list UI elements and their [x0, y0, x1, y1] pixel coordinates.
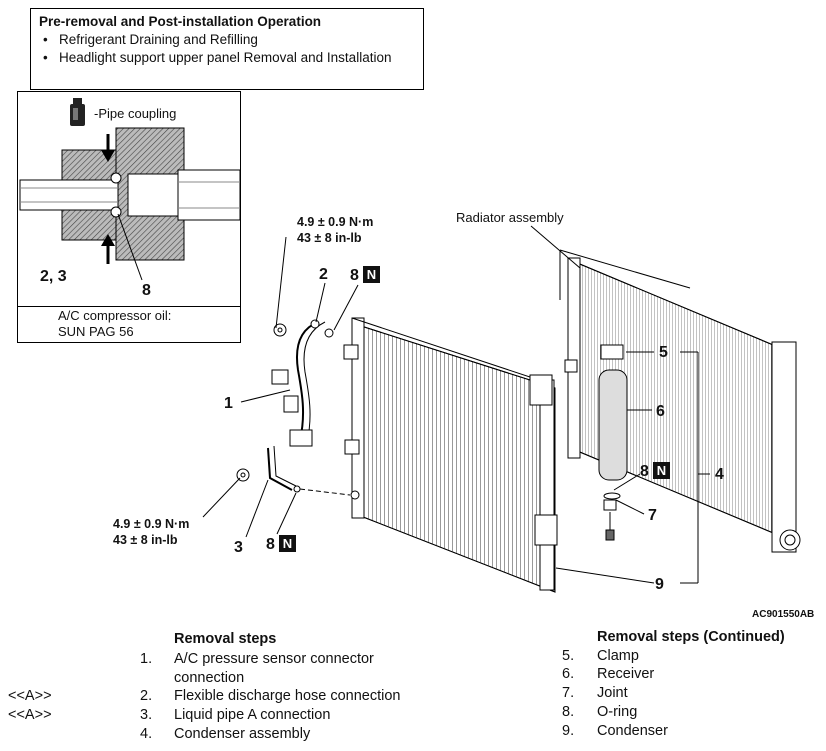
torque-spec-top: 4.9 ± 0.9 N·m 43 ± 8 in-lb — [297, 214, 373, 246]
pipe-coupling-box: -Pipe coupling 2, 3 8 A/C compressor oil… — [17, 91, 241, 343]
callout-2: 2 — [319, 266, 328, 283]
pre-removal-item: Refrigerant Draining and Refilling — [39, 31, 415, 49]
callout-5: 5 — [659, 344, 668, 361]
step-text-cont: connection — [174, 670, 245, 686]
removal-steps-continued-heading: Removal steps (Continued) — [597, 629, 785, 645]
step-text: Flexible discharge hose connection — [174, 688, 401, 704]
oil-can-icon — [70, 98, 85, 126]
step-number: 6. — [562, 666, 575, 682]
torque-inlb: 43 ± 8 in-lb — [113, 533, 178, 547]
oil-label: A/C compressor oil: — [58, 308, 172, 323]
figure-code: AC901550AB — [752, 609, 815, 620]
condenser-exploded-diagram — [202, 225, 801, 593]
new-part-mark: N — [278, 535, 296, 552]
step-text: Joint — [597, 685, 628, 701]
pipe-coupling-legend: -Pipe coupling — [94, 106, 177, 121]
step-ref[interactable]: <<A>> — [8, 688, 52, 704]
step-text: O-ring — [597, 704, 638, 720]
callout-4: 4 — [715, 466, 724, 483]
callout-2-3: 2, 3 — [40, 268, 67, 285]
liquid-pipe-a — [267, 445, 297, 491]
condenser — [351, 317, 556, 593]
step-number: 1. — [140, 651, 153, 667]
receiver — [598, 344, 628, 541]
callout-3: 3 — [234, 539, 243, 556]
radiator-assembly-label: Radiator assembly — [456, 210, 564, 225]
step-text: Condenser assembly — [174, 726, 311, 742]
torque-nm: 4.9 ± 0.9 N·m — [297, 215, 374, 229]
torque-spec-bottom: 4.9 ± 0.9 N·m 43 ± 8 in-lb — [113, 516, 189, 548]
step-number: 8. — [562, 704, 575, 720]
new-part-mark: N — [362, 266, 380, 283]
pre-removal-item: Headlight support upper panel Removal an… — [39, 49, 415, 67]
divider — [18, 306, 240, 307]
nut-bottom — [236, 468, 360, 500]
step-text: A/C pressure sensor connector — [174, 651, 374, 667]
step-text: Receiver — [597, 666, 655, 682]
torque-nm: 4.9 ± 0.9 N·m — [113, 517, 190, 531]
step-number: 7. — [562, 685, 575, 701]
step-number: 5. — [562, 648, 575, 664]
discharge-hose — [271, 321, 326, 447]
torque-inlb: 43 ± 8 in-lb — [297, 231, 362, 245]
pre-removal-title: Pre-removal and Post-installation Operat… — [39, 14, 322, 29]
step-text: Liquid pipe A connection — [174, 707, 331, 723]
pre-removal-box: Pre-removal and Post-installation Operat… — [30, 8, 424, 90]
new-part-mark: N — [652, 462, 670, 479]
removal-steps-heading: Removal steps — [174, 631, 277, 647]
callout-7: 7 — [648, 507, 657, 524]
callout-6: 6 — [656, 403, 665, 420]
callout-9: 9 — [655, 576, 664, 593]
nut-top — [273, 319, 320, 337]
step-number: 3. — [140, 707, 153, 723]
step-number: 2. — [140, 688, 153, 704]
step-number: 9. — [562, 723, 575, 739]
radiator-assembly — [559, 249, 801, 553]
step-text: Clamp — [597, 648, 639, 664]
callout-1: 1 — [224, 395, 233, 412]
pipe-coupling-illustration — [19, 98, 241, 281]
step-number: 4. — [140, 726, 153, 742]
step-text: Condenser — [597, 723, 668, 739]
callout-8: 8 — [142, 282, 151, 299]
oil-value: SUN PAG 56 — [58, 324, 134, 339]
step-ref[interactable]: <<A>> — [8, 707, 52, 723]
